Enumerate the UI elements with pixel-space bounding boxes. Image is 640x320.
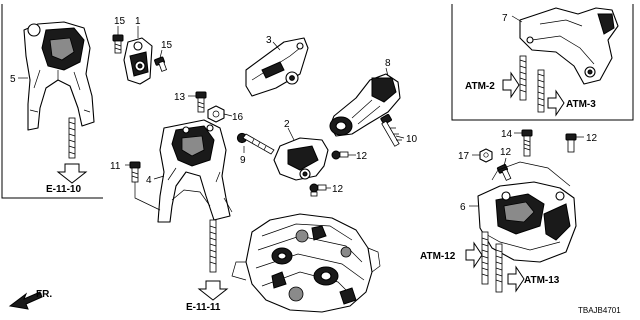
part-7-bracket — [519, 7, 619, 85]
part-13-bolt — [195, 91, 207, 113]
diagram-code: TBAJB4701 — [578, 306, 621, 315]
callout-5: 5 — [10, 74, 16, 85]
callout-12-right-upper: 12 — [586, 133, 598, 144]
callout-12-lower: 12 — [332, 184, 344, 195]
front-label: FR. — [36, 289, 52, 300]
ref-atm-2: ATM-2 — [465, 81, 495, 92]
callout-7: 7 — [502, 13, 508, 24]
part-15-bolt-upper — [112, 34, 124, 54]
lead-15b — [159, 49, 163, 59]
part-12-bolt-center — [331, 150, 349, 160]
callout-8: 8 — [385, 58, 391, 69]
ref-atm-3: ATM-3 — [566, 99, 596, 110]
callout-12-center: 12 — [356, 151, 368, 162]
callout-9: 9 — [240, 155, 246, 166]
part-6-studs — [481, 231, 503, 293]
lead-10 — [395, 135, 405, 139]
lead-2 — [287, 127, 295, 141]
callout-15-lower: 15 — [161, 40, 173, 51]
arrow-e-11-11 — [197, 280, 229, 301]
part-17-nut — [479, 148, 493, 163]
part-7-studs — [519, 55, 545, 113]
part-3-stay — [245, 37, 309, 97]
part-8-torque-rod — [329, 73, 401, 137]
lead-4 — [153, 175, 165, 180]
arrow-atm-12 — [465, 241, 483, 269]
part-4-stud — [209, 219, 217, 273]
callout-12-right-mid: 12 — [500, 147, 512, 158]
top-right-group-frame — [451, 4, 634, 121]
part-5-engine-mount — [23, 21, 95, 131]
part-2-bracket — [273, 137, 329, 181]
callout-11: 11 — [110, 161, 121, 172]
arrow-atm-2 — [502, 71, 520, 99]
engine-assembly — [231, 213, 381, 313]
front-direction-arrow — [8, 291, 43, 310]
callout-15-upper: 15 — [114, 16, 126, 27]
ref-atm-13: ATM-13 — [524, 275, 560, 286]
part-16-nut — [207, 105, 225, 123]
callout-6: 6 — [460, 202, 466, 213]
callout-16: 16 — [232, 112, 244, 123]
callout-17: 17 — [458, 151, 470, 162]
callout-2: 2 — [284, 119, 290, 130]
arrow-atm-13 — [507, 265, 525, 293]
part-12-bolt-lower — [309, 183, 327, 197]
part-9-bolt — [236, 132, 275, 155]
arrow-e-11-10 — [56, 163, 88, 184]
callout-1: 1 — [135, 16, 141, 27]
arrow-atm-3 — [547, 89, 565, 117]
part-1-bracket — [123, 37, 153, 85]
part-10-bolt — [380, 113, 402, 147]
part-6-transmission-mount — [477, 161, 577, 263]
lead-7 — [511, 15, 523, 23]
callout-14: 14 — [501, 129, 513, 140]
callout-10: 10 — [406, 134, 418, 145]
part-12-bolt-right-upper — [565, 133, 577, 153]
lead-12d — [503, 157, 507, 167]
part-11-bolt — [129, 161, 141, 183]
callout-3: 3 — [266, 35, 272, 46]
lead-16 — [223, 113, 233, 117]
part-15-bolt-lower — [154, 56, 168, 72]
ref-atm-12: ATM-12 — [420, 251, 456, 262]
part-5-studs — [68, 117, 76, 159]
ref-e-11-11: E-11-11 — [186, 302, 221, 313]
callout-13: 13 — [174, 92, 186, 103]
lead-8 — [385, 67, 389, 77]
lead-4-lower — [134, 182, 233, 213]
ref-e-11-10: E-11-10 — [46, 184, 81, 195]
callout-4: 4 — [146, 175, 152, 186]
lead-3 — [272, 41, 281, 51]
part-4-transmission-mount — [157, 119, 231, 223]
part-14-bolt — [521, 129, 533, 157]
part-12-bolt-right-mid — [496, 163, 512, 181]
left-group-frame — [1, 4, 103, 199]
